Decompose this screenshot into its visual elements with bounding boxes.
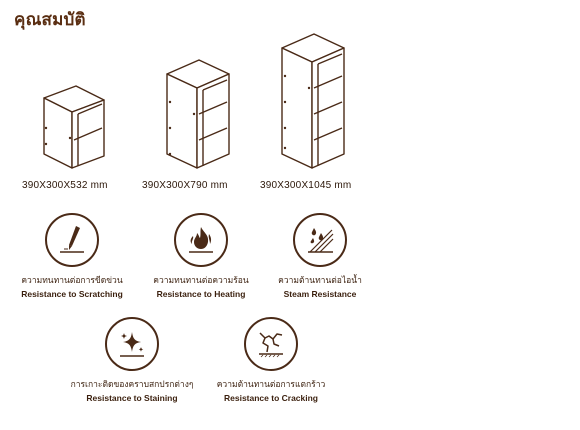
sparkle-icon [120,332,144,357]
feature-steam-th: ความต้านทานต่อไอน้ำ [278,276,362,286]
scratch-icon [60,226,84,253]
feature-staining-th: การเกาะติดของคราบสกปรกต่างๆ [70,380,194,390]
crack-icon [259,332,283,358]
cracking-badge [244,317,298,371]
feature-cracking: ความต้านทานต่อการแตกร้าว Resistance to C… [186,317,356,403]
feature-cracking-en: Resistance to Cracking [223,393,318,403]
feature-staining-en: Resistance to Staining [86,393,178,403]
size-label-medium: 390X300X790 mm [142,180,228,191]
scratch-badge [45,213,99,267]
shelf-4-level-image [281,33,345,169]
size-label-large: 390X300X1045 mm [260,180,352,191]
feature-heat-en: Resistance to Heating [156,289,246,299]
feature-cracking-th: ความต้านทานต่อการแตกร้าว [216,380,326,390]
shelf-2-level-image [43,85,105,169]
feature-steam-en: Steam Resistance [283,289,357,299]
fire-icon [189,227,213,253]
feature-heat: ความทนทานต่อความร้อน Resistance to Heati… [116,213,286,299]
page-title: คุณสมบัติ [14,10,86,30]
steam-drops-icon [308,228,334,253]
steam-badge [293,213,347,267]
shelf-3-level-image [166,59,230,169]
heat-badge [174,213,228,267]
feature-heat-th: ความทนทานต่อความร้อน [153,276,249,286]
feature-scratch-th: ความทนทานต่อการขีดข่วน [21,276,123,286]
feature-scratch: ความทนทานต่อการขีดข่วน Resistance to Scr… [0,213,157,299]
staining-badge [105,317,159,371]
feature-staining: การเกาะติดของคราบสกปรกต่างๆ Resistance t… [47,317,217,403]
feature-steam: ความต้านทานต่อไอน้ำ Steam Resistance [235,213,405,299]
size-label-small: 390X300X532 mm [22,180,108,191]
feature-scratch-en: Resistance to Scratching [21,289,123,299]
